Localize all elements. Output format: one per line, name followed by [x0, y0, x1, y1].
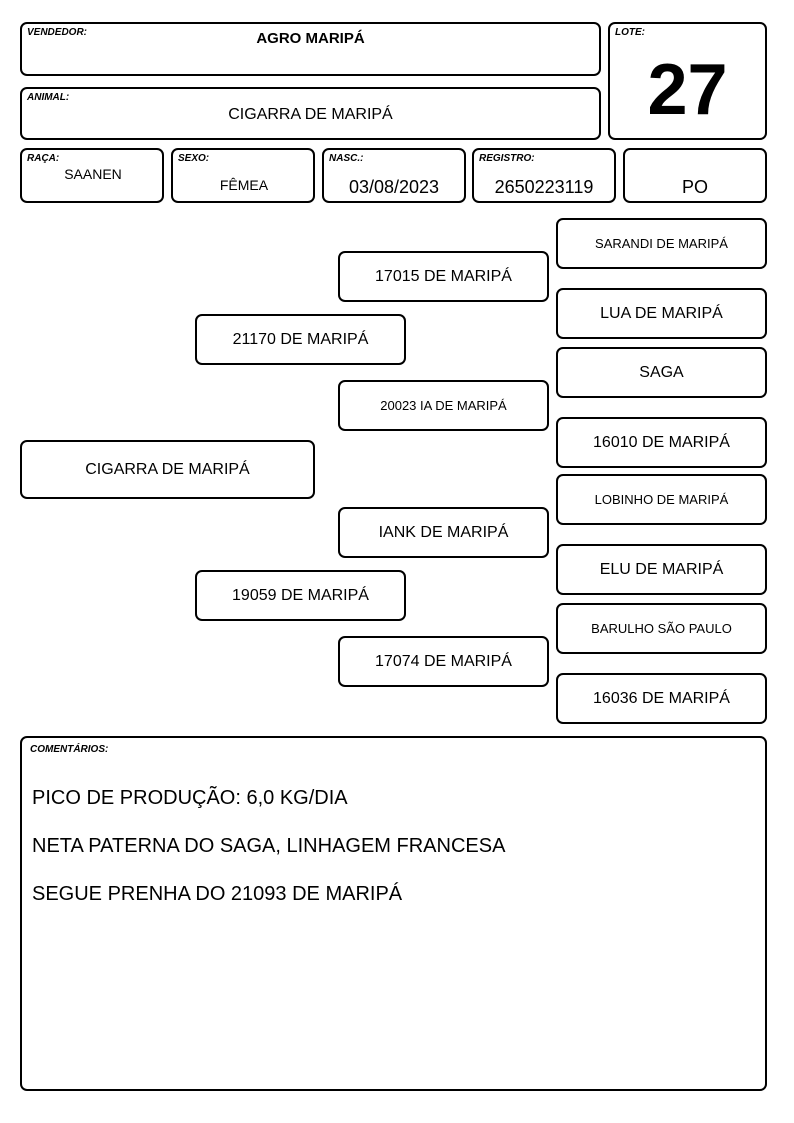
pedigree-animal: CIGARRA DE MARIPÁ [20, 440, 315, 499]
pedigree-dam: 19059 DE MARIPÁ [195, 570, 406, 621]
pedigree-ggp-6: ELU DE MARIPÁ [556, 544, 767, 595]
pedigree-ggp-2: LUA DE MARIPÁ [556, 288, 767, 339]
pedigree-ggp-8: 16036 DE MARIPÁ [556, 673, 767, 724]
animal-name: CIGARRA DE MARIPÁ [228, 106, 393, 123]
comment-line-2: NETA PATERNA DO SAGA, LINHAGEM FRANCESA [32, 835, 506, 857]
sexo-label: SEXO: [178, 153, 210, 164]
registro-label: REGISTRO: [479, 153, 535, 164]
pedigree-ggp-1: SARANDI DE MARIPÁ [556, 218, 767, 269]
raca-value: SAANEN [64, 166, 122, 182]
raca-box: RAÇA: SAANEN [20, 148, 164, 203]
pedigree-ggp-4: 16010 DE MARIPÁ [556, 417, 767, 468]
comment-line-1: PICO DE PRODUÇÃO: 6,0 KG/DIA [32, 787, 348, 809]
pedigree-sire-dam: 20023 IA DE MARIPÁ [338, 380, 549, 431]
sexo-box: SEXO: FÊMEA [171, 148, 315, 203]
raca-label: RAÇA: [27, 153, 60, 164]
vendedor-value: AGRO MARIPÁ [256, 30, 365, 47]
categoria-value: PO [681, 177, 708, 197]
sexo-value: FÊMEA [219, 177, 269, 193]
nasc-label: NASC.: [329, 153, 364, 164]
comments-text: PICO DE PRODUÇÃO: 6,0 KG/DIA NETA PATERN… [32, 762, 505, 930]
pedigree-ggp-5: LOBINHO DE MARIPÁ [556, 474, 767, 525]
lote-number: 27 [647, 50, 728, 130]
comments-box: COMENTÁRIOS: PICO DE PRODUÇÃO: 6,0 KG/DI… [20, 736, 767, 1091]
nasc-value: 03/08/2023 [348, 177, 440, 197]
vendedor-label: VENDEDOR: [27, 27, 88, 38]
animal-box: ANIMAL: CIGARRA DE MARIPÁ [20, 87, 601, 140]
animal-label: ANIMAL: [27, 92, 70, 103]
lote-box: LOTE: 27 [608, 22, 767, 140]
lote-label: LOTE: [615, 27, 645, 38]
pedigree-sire-sire: 17015 DE MARIPÁ [338, 251, 549, 302]
comments-label: COMENTÁRIOS: [30, 744, 109, 755]
nasc-box: NASC.: 03/08/2023 [322, 148, 466, 203]
pedigree-sire: 21170 DE MARIPÁ [195, 314, 406, 365]
registro-box: REGISTRO: 2650223119 [472, 148, 616, 203]
pedigree-ggp-3: SAGA [556, 347, 767, 398]
categoria-box: PO [623, 148, 767, 203]
comment-line-3: SEGUE PRENHA DO 21093 DE MARIPÁ [32, 883, 403, 905]
registro-value: 2650223119 [494, 177, 594, 197]
pedigree-ggp-7: BARULHO SÃO PAULO [556, 603, 767, 654]
vendedor-box: VENDEDOR: AGRO MARIPÁ [20, 22, 601, 76]
pedigree-dam-dam: 17074 DE MARIPÁ [338, 636, 549, 687]
pedigree-dam-sire: IANK DE MARIPÁ [338, 507, 549, 558]
